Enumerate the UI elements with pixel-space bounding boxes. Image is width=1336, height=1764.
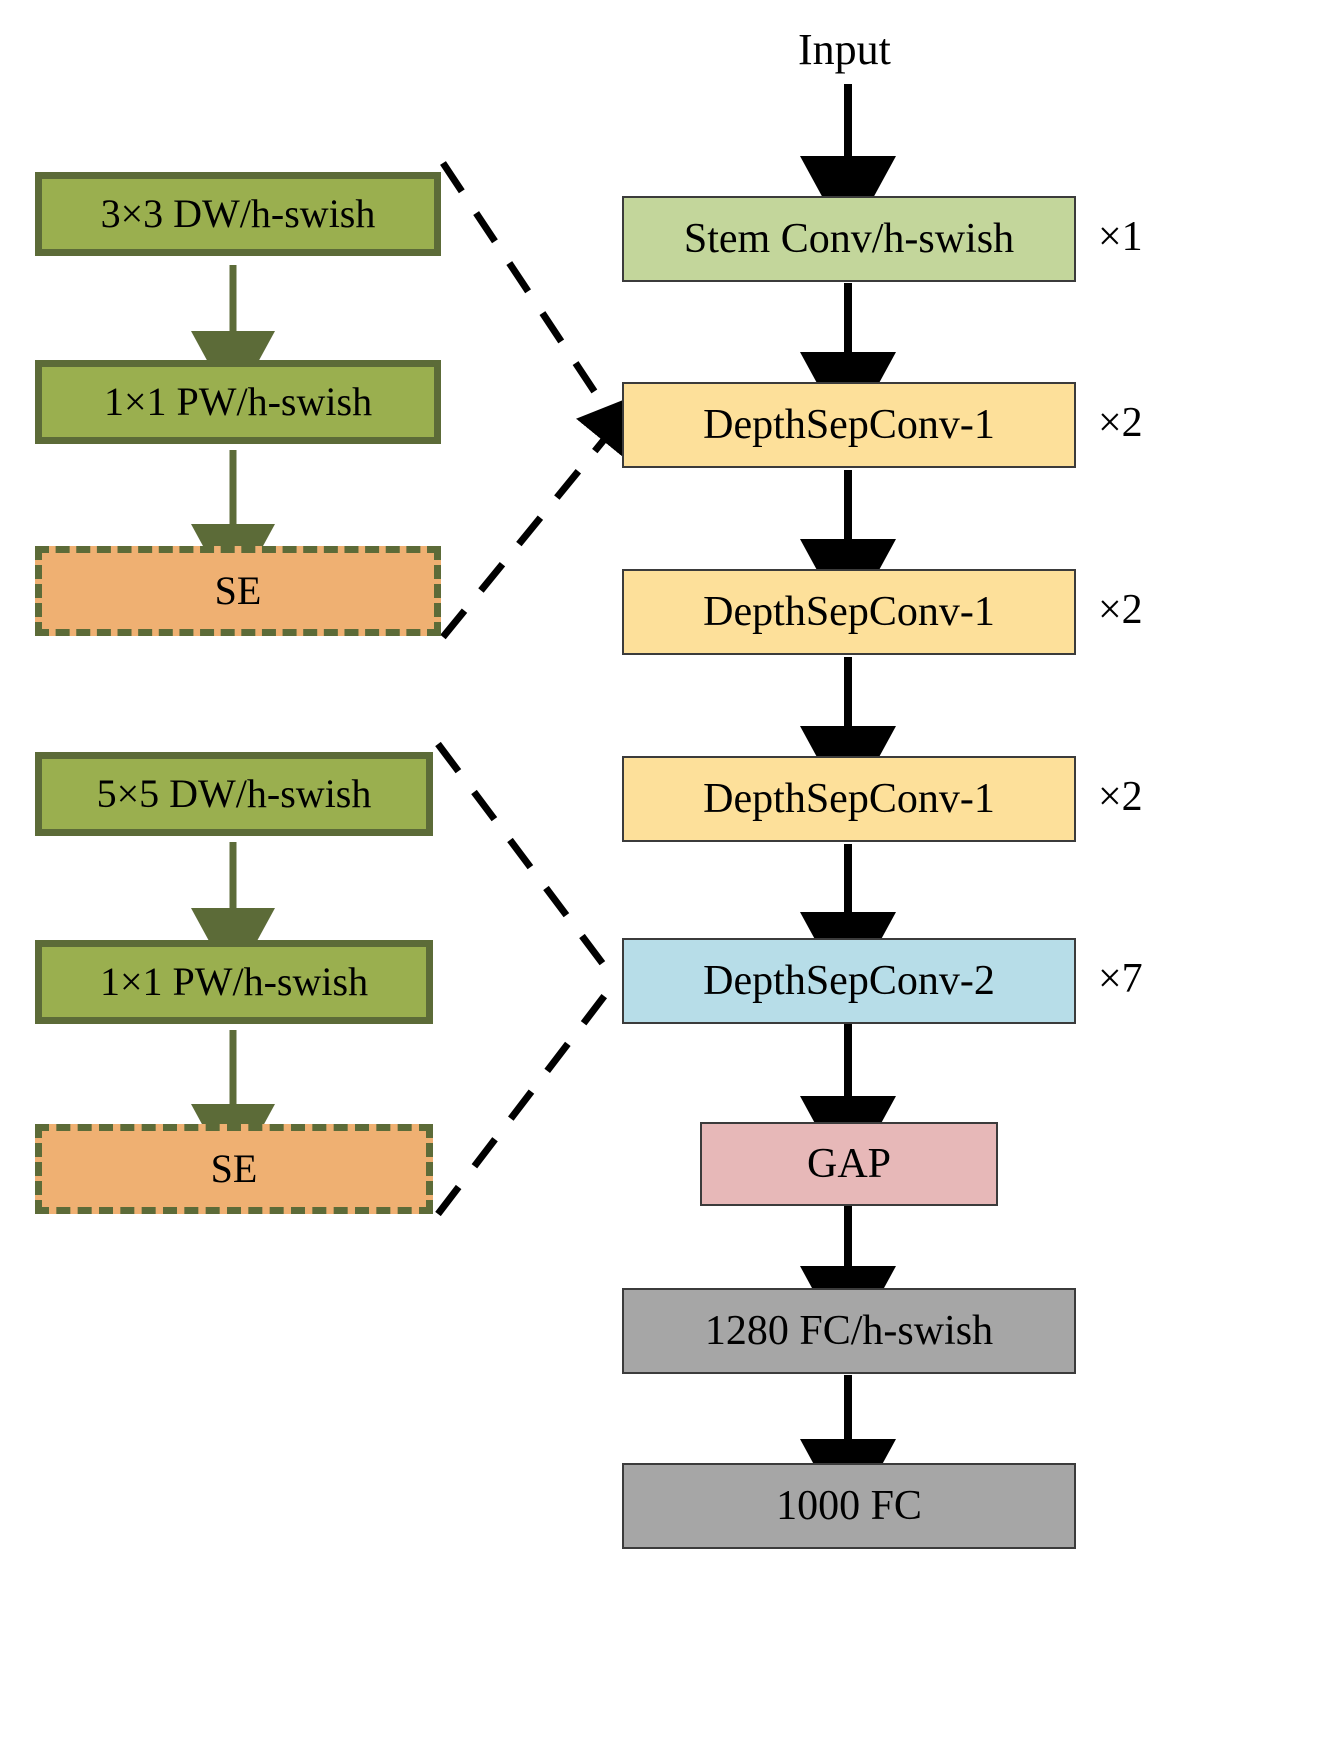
detail-block-se-bottom[interactable]: SE bbox=[35, 1124, 433, 1214]
multiplier-depthsepconv-2: ×7 bbox=[1098, 956, 1143, 1002]
callout-lines-bottom bbox=[435, 741, 615, 1217]
pipeline-node-depthsepconv-1-b[interactable]: DepthSepConv-1 bbox=[622, 569, 1076, 655]
detail-block-1x1-pw-bottom[interactable]: 1×1 PW/h-swish bbox=[35, 940, 433, 1024]
detail-block-1x1-pw-top[interactable]: 1×1 PW/h-swish bbox=[35, 360, 441, 444]
pipeline-node-depthsepconv-2[interactable]: DepthSepConv-2 bbox=[622, 938, 1076, 1024]
multiplier-depthsepconv-1-b: ×2 bbox=[1098, 587, 1143, 633]
callout-lines-top bbox=[440, 161, 643, 640]
detail-block-3x3-dw[interactable]: 3×3 DW/h-swish bbox=[35, 172, 441, 256]
detail-block-se-top[interactable]: SE bbox=[35, 546, 441, 636]
multiplier-depthsepconv-1-c: ×2 bbox=[1098, 774, 1143, 820]
pipeline-node-depthsepconv-1-c[interactable]: DepthSepConv-1 bbox=[622, 756, 1076, 842]
pipeline-node-fc-1000[interactable]: 1000 FC bbox=[622, 1463, 1076, 1549]
input-label: Input bbox=[798, 25, 891, 74]
pipeline-node-stem-conv[interactable]: Stem Conv/h-swish bbox=[622, 196, 1076, 282]
detail-block-5x5-dw[interactable]: 5×5 DW/h-swish bbox=[35, 752, 433, 836]
multiplier-depthsepconv-1-a: ×2 bbox=[1098, 400, 1143, 446]
pipeline-node-gap[interactable]: GAP bbox=[700, 1122, 998, 1206]
pipeline-node-fc-1280[interactable]: 1280 FC/h-swish bbox=[622, 1288, 1076, 1374]
pipeline-node-depthsepconv-1-a[interactable]: DepthSepConv-1 bbox=[622, 382, 1076, 468]
multiplier-stem-conv: ×1 bbox=[1098, 214, 1143, 260]
